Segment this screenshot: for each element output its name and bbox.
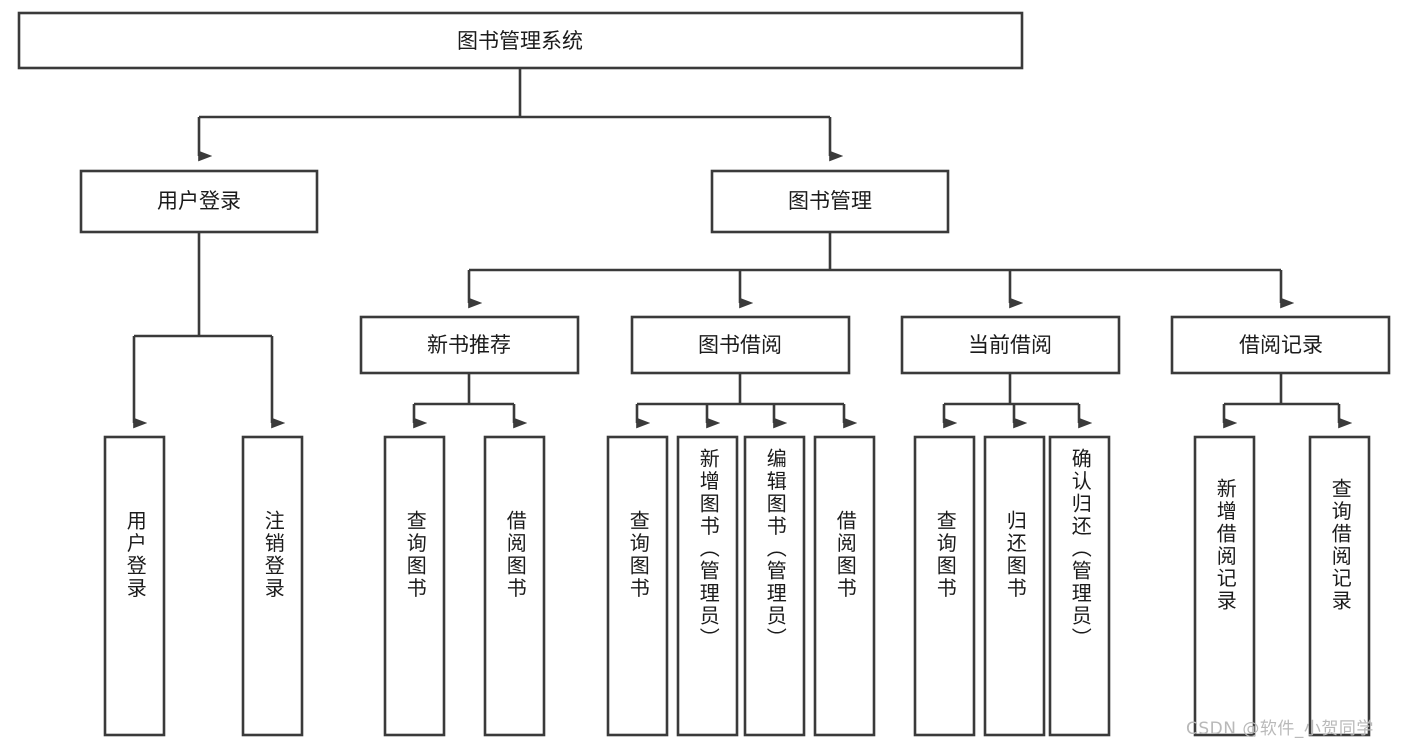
- node-leaf-return-book[interactable]: [983, 435, 1046, 737]
- node-new-book-recommend[interactable]: [359, 315, 580, 375]
- node-root-label: 图书管理系统: [457, 29, 583, 53]
- node-leaf-edit-book[interactable]: [743, 435, 806, 737]
- node-leaf-query-book-recommend[interactable]: [383, 435, 446, 737]
- node-leaf-borrow-book-recommend[interactable]: [483, 435, 546, 737]
- node-leaf-query-book-current[interactable]: [913, 435, 976, 737]
- watermark-text: CSDN @软件_小贺同学: [1186, 719, 1374, 739]
- node-new-book-recommend-label: 新书推荐: [427, 333, 511, 357]
- nodes-layer: 图书管理系统 用户登录 图书管理 新书推荐 图书借阅 当前借阅 借阅记录: [17, 11, 1391, 737]
- node-borrow-record-label: 借阅记录: [1239, 333, 1323, 357]
- node-user-login-label: 用户登录: [157, 189, 241, 213]
- node-leaf-add-record[interactable]: [1193, 435, 1256, 737]
- node-leaf-add-book[interactable]: [676, 435, 739, 737]
- node-root[interactable]: [17, 11, 1024, 70]
- node-book-manage[interactable]: [710, 169, 950, 234]
- node-leaf-query-book-borrow[interactable]: [606, 435, 669, 737]
- node-borrow-record[interactable]: [1170, 315, 1391, 375]
- node-book-manage-label: 图书管理: [788, 189, 872, 213]
- edges-layer: [132, 68, 1353, 429]
- node-leaf-query-record[interactable]: [1308, 435, 1371, 737]
- node-leaf-user-login[interactable]: [103, 435, 166, 737]
- node-leaf-logout-login[interactable]: [241, 435, 304, 737]
- node-user-login[interactable]: [79, 169, 319, 234]
- node-book-borrow[interactable]: [630, 315, 851, 375]
- node-leaf-confirm-return[interactable]: [1048, 435, 1111, 737]
- node-current-borrow-label: 当前借阅: [968, 333, 1052, 357]
- node-current-borrow[interactable]: [900, 315, 1121, 375]
- node-book-borrow-label: 图书借阅: [698, 333, 782, 357]
- node-leaf-borrow-book[interactable]: [813, 435, 876, 737]
